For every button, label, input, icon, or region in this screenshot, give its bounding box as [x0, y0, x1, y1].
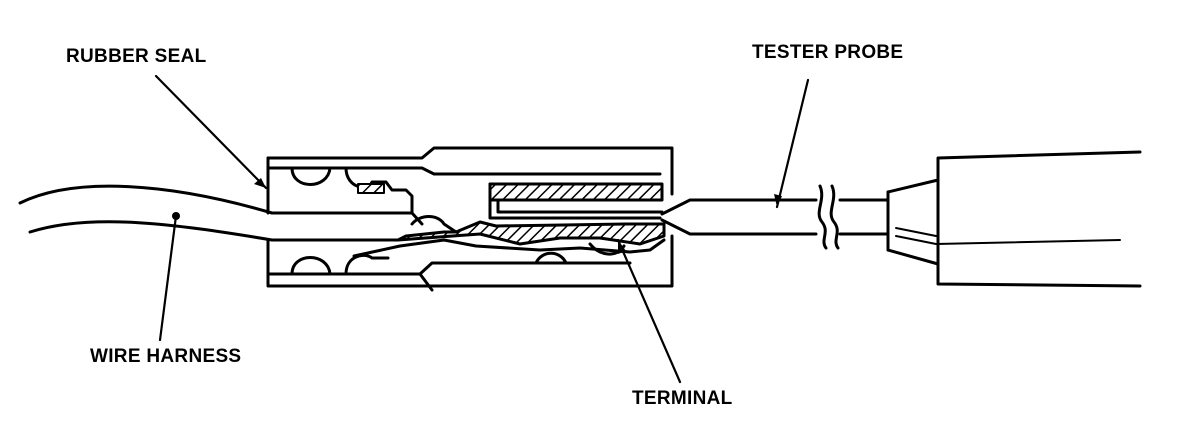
terminal-arrow-head [618, 240, 626, 254]
terminal-top-block [357, 182, 664, 220]
wire-harness-label: WIRE HARNESS [90, 346, 242, 367]
wire-harness-dot [172, 212, 180, 220]
leader-lines [154, 74, 810, 384]
rubber-seal-label: RUBBER SEAL [66, 46, 207, 67]
wire-harness [18, 184, 274, 242]
rubber-seal-arrow-head [254, 178, 266, 188]
connector-housing [266, 146, 674, 292]
tester-probe-label: TESTER PROBE [752, 42, 904, 63]
terminal-body [352, 220, 666, 258]
tester-probe-arrow-head [774, 194, 782, 207]
terminal-label: TERMINAL [632, 388, 733, 409]
wire-end [270, 211, 458, 242]
tester-probe [660, 150, 1142, 288]
